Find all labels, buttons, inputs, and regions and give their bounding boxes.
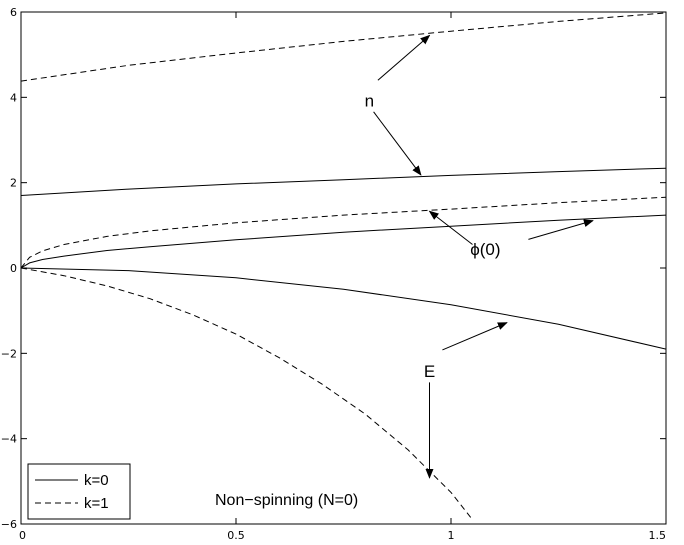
plot-area — [20, 11, 667, 525]
x-tick-label: 1.5 — [649, 529, 667, 542]
series-line-e-k1 — [20, 267, 473, 521]
y-tick-label: −2 — [1, 347, 17, 360]
y-tick-label: 4 — [10, 91, 17, 104]
chart-caption: Non−spinning (N=0) — [215, 492, 358, 509]
axis-ticks: 0 0.5 1 1.5 −6 −4 −2 0 2 4 6 — [1, 6, 667, 542]
series-line-phi0-k1 — [20, 196, 667, 269]
annotation-arrow — [428, 210, 473, 245]
legend-box — [27, 463, 131, 520]
y-tick-label: 6 — [10, 6, 17, 19]
legend-label-k1: k=1 — [84, 495, 109, 512]
x-tick-label: 0 — [19, 529, 26, 542]
legend: k=0 k=1 — [27, 463, 131, 520]
annotations-group: n ϕ(0) E — [365, 34, 594, 479]
annotation-arrow — [442, 322, 508, 351]
x-tick-label: 0.5 — [227, 529, 245, 542]
annotation-label: n — [365, 92, 374, 111]
series-line-phi0-k0 — [20, 214, 667, 269]
series-line-e-k0 — [20, 267, 667, 350]
x-tick-label: 1 — [448, 529, 455, 542]
y-tick-label: −4 — [1, 433, 17, 446]
series-line-n-k1 — [20, 12, 667, 82]
y-tick-label: 0 — [10, 262, 17, 275]
annotation-label: ϕ(0) — [470, 240, 500, 259]
series-line-n-k0 — [20, 167, 667, 196]
annotation-arrow — [377, 34, 431, 81]
y-tick-label: −6 — [1, 518, 17, 531]
annotation-arrow — [528, 219, 594, 240]
legend-label-k0: k=0 — [84, 472, 109, 489]
annotation-arrow — [373, 111, 422, 176]
series-group — [20, 12, 667, 521]
y-tick-label: 2 — [10, 177, 17, 190]
annotation-label: E — [424, 362, 435, 381]
